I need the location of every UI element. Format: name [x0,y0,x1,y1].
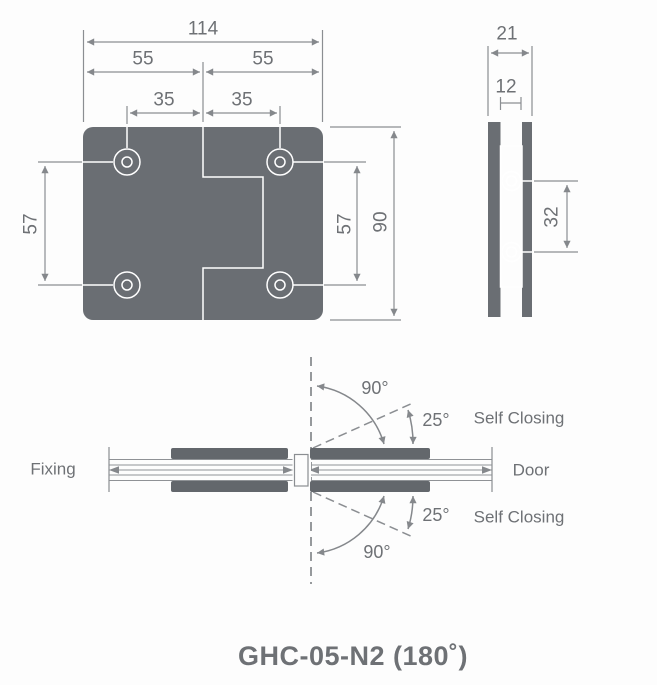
dim-left-half: 55 [132,49,153,70]
screw-hole-bottom-right [266,271,294,299]
side-plate-left-bar [488,122,501,317]
door-clamp-top [310,448,430,459]
glass-end-ticks [108,447,493,492]
side-screw-bottom [501,241,522,263]
dim-screw-spacing: 32 [542,206,563,227]
side-screw-top [501,170,522,192]
side-extension-lines [487,46,578,253]
dim-glass-gap: 12 [495,77,516,98]
screw-hole-bottom-left [113,271,141,299]
door-glass-left-arrow [309,466,319,474]
fixing-clamp-top [171,448,288,459]
fixing-glass-lines [109,459,293,481]
arc-25-bottom [406,495,417,530]
door-glass-lines [309,459,492,481]
screw-hole-top-left [113,148,141,176]
side-view: 21 12 32 [487,24,578,317]
fixing-glass-right-arrow [283,466,293,474]
arc-90-top [316,383,386,445]
dim-hole-offset-right: 35 [231,90,252,111]
self-closing-bottom-label: Self Closing [474,508,565,527]
self-closing-top-label: Self Closing [474,409,565,428]
dim-hole-spacing-right: 57 [335,213,356,234]
dim-line-12 [499,97,522,110]
side-center-block [499,145,523,288]
door-clamp-bottom [310,481,430,492]
dim-right-half: 55 [252,49,273,70]
door-label: Door [513,461,550,480]
arc-90-bottom [316,495,386,556]
dim-total-thickness: 21 [496,24,517,45]
dim-overall-height: 90 [371,211,392,232]
angle-25-bottom-label: 25° [422,505,449,525]
front-view: 114 55 55 35 35 57 57 90 [21,19,401,321]
dim-hole-offset-left: 35 [153,90,174,111]
hinge-plate [83,127,323,320]
angle-90-bottom-label: 90° [363,542,390,562]
knuckle-gap-mask [292,449,311,491]
fixing-clamp-bottom [171,481,288,492]
door-glass-right-arrow [482,466,492,474]
angle-90-top-label: 90° [361,378,388,398]
hole-center-lines [83,127,323,286]
arc-25-top [406,409,417,445]
door-25deg-dashed-bottom [312,491,416,539]
front-extension-lines [38,30,401,321]
dim-hole-spacing-left: 57 [21,213,42,234]
screw-hole-top-right [266,148,294,176]
angle-25-top-label: 25° [422,410,449,430]
fixing-glass-left-arrow [109,466,119,474]
swing-diagram: 90° 25° Self Closing Fixing Door 25° Sel… [30,357,564,584]
side-plate-right-bar [522,122,532,317]
knuckle-box [293,453,309,487]
hinge-knuckle-seam [202,127,264,320]
screw-center-lines [521,180,534,253]
product-title: GHC-05-N2 (180˚) [238,641,468,671]
dim-overall-width: 114 [188,19,219,40]
fixing-label: Fixing [30,460,75,479]
